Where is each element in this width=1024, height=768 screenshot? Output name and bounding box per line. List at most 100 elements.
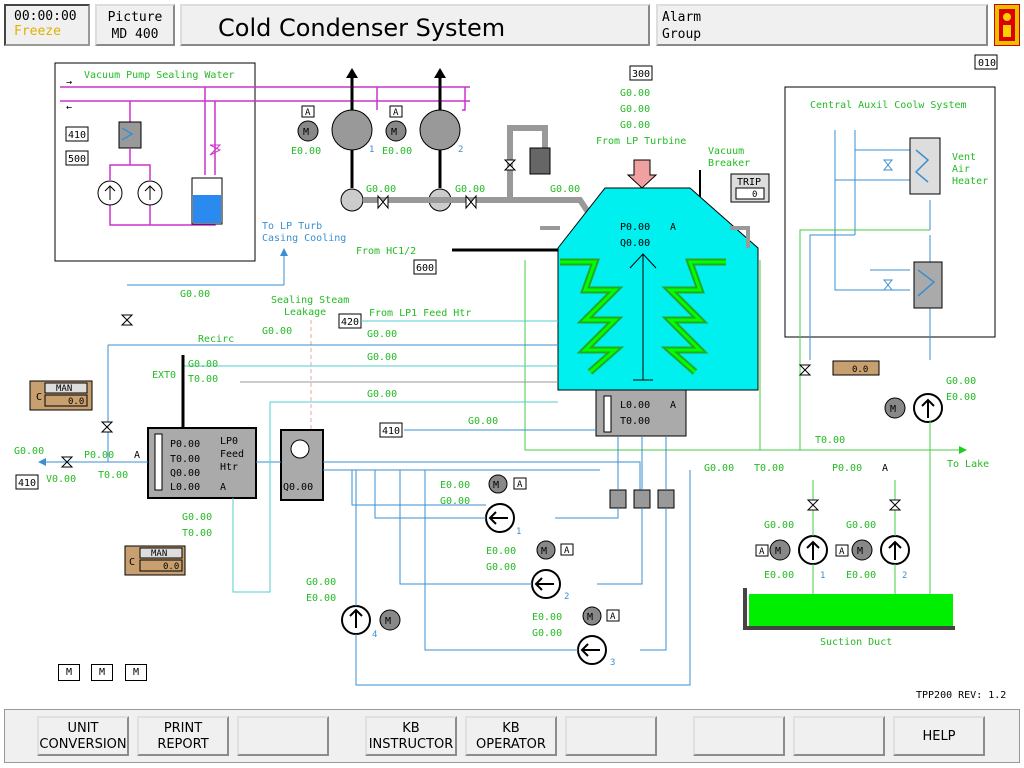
vacuum-breaker-label-2: Breaker xyxy=(708,158,750,169)
help-button[interactable]: HELP xyxy=(893,716,985,756)
blank-button-8[interactable] xyxy=(793,716,885,756)
m-button-3[interactable]: M xyxy=(125,664,147,681)
svg-text:M: M xyxy=(391,127,397,138)
blank-button-7[interactable] xyxy=(693,716,785,756)
svg-text:T0.00: T0.00 xyxy=(170,454,200,465)
valve-icon[interactable] xyxy=(806,499,820,511)
turbine-g3: G0.00 xyxy=(620,120,650,131)
valve-icon[interactable] xyxy=(882,279,894,291)
valve-icon[interactable] xyxy=(882,159,894,171)
picture-id[interactable]: Picture MD 400 xyxy=(95,4,175,46)
lp0-feed-heater xyxy=(147,427,257,499)
cp2-motor-icon[interactable] xyxy=(536,540,556,560)
svg-text:2: 2 xyxy=(902,571,907,581)
strainer-1 xyxy=(609,489,627,509)
svg-text:A: A xyxy=(393,108,399,118)
condenser-shell xyxy=(557,187,759,391)
valve-icon[interactable] xyxy=(465,194,477,210)
blank-button-6[interactable] xyxy=(565,716,657,756)
cw2-motor-icon[interactable] xyxy=(851,539,873,561)
svg-text:A: A xyxy=(517,480,523,490)
alarm-group[interactable]: Alarm Group xyxy=(656,4,988,46)
vacuum-breaker-label-1: Vacuum xyxy=(708,146,744,157)
svg-text:EXT0: EXT0 xyxy=(152,370,176,381)
svg-text:G0.00: G0.00 xyxy=(182,512,212,523)
svg-text:MAN: MAN xyxy=(151,549,167,559)
aux-pump-motor-icon[interactable] xyxy=(884,397,906,419)
svg-text:M: M xyxy=(857,546,863,557)
valve-icon[interactable] xyxy=(100,421,114,433)
svg-text:A: A xyxy=(759,547,765,557)
cp4-motor-icon[interactable] xyxy=(379,609,401,631)
vent-valve-icon[interactable] xyxy=(798,364,812,376)
svg-text:G0.00: G0.00 xyxy=(946,376,976,387)
cp3-motor-icon[interactable] xyxy=(582,606,602,626)
central-auxil-panel xyxy=(784,86,996,338)
strainer-3 xyxy=(657,489,675,509)
vent-valve-output[interactable] xyxy=(832,360,880,376)
valve-icon[interactable] xyxy=(60,456,74,468)
svg-text:L0.00: L0.00 xyxy=(170,482,200,493)
svg-text:E0.00: E0.00 xyxy=(846,570,876,581)
svg-text:E0.00: E0.00 xyxy=(764,570,794,581)
m-button-2[interactable]: M xyxy=(91,664,113,681)
svg-text:G0.00: G0.00 xyxy=(262,326,292,337)
svg-text:1: 1 xyxy=(369,145,374,155)
svg-text:G0.00: G0.00 xyxy=(846,520,876,531)
m-button-1[interactable]: M xyxy=(58,664,80,681)
company-logo xyxy=(994,4,1020,46)
tag-500: 500 xyxy=(68,154,86,165)
valve-icon[interactable] xyxy=(503,159,517,171)
condenser-q: Q0.00 xyxy=(620,238,650,249)
valve-icon[interactable] xyxy=(888,499,902,511)
tag-300: 300 xyxy=(632,69,650,80)
tag-410c: 410 xyxy=(18,478,36,489)
valve-icon[interactable] xyxy=(377,194,389,210)
tag-410a: 410 xyxy=(68,130,86,141)
svg-text:A: A xyxy=(670,400,676,411)
svg-text:G0.00: G0.00 xyxy=(188,359,218,370)
vacuum-pump-2-icon[interactable] xyxy=(419,109,461,151)
vacuum-pump-2-motor-icon[interactable] xyxy=(385,120,407,142)
svg-text:→: → xyxy=(66,77,72,88)
suction-duct-label: Suction Duct xyxy=(820,637,892,648)
svg-text:G0.00: G0.00 xyxy=(366,184,396,195)
svg-text:E0.00: E0.00 xyxy=(306,593,336,604)
aux-cooler xyxy=(913,261,943,309)
svg-text:0.0: 0.0 xyxy=(852,365,868,375)
svg-text:G0.00: G0.00 xyxy=(550,184,580,195)
svg-text:G0.00: G0.00 xyxy=(306,577,336,588)
svg-text:A: A xyxy=(220,482,226,493)
fan-icon xyxy=(290,439,310,459)
svg-text:Q0.00: Q0.00 xyxy=(283,482,313,493)
svg-text:P0.00: P0.00 xyxy=(170,439,200,450)
svg-text:T0.00: T0.00 xyxy=(754,463,784,474)
svg-text:V0.00: V0.00 xyxy=(46,474,76,485)
svg-text:Q0.00: Q0.00 xyxy=(170,468,200,479)
svg-text:1: 1 xyxy=(820,571,825,581)
trip-label: TRIP xyxy=(737,177,761,188)
svg-text:C: C xyxy=(36,392,42,403)
hotwell-temp: T0.00 xyxy=(620,416,650,427)
suction-duct xyxy=(749,594,953,626)
air-ejector xyxy=(529,147,551,175)
svg-text:G0.00: G0.00 xyxy=(704,463,734,474)
cp1-motor-icon[interactable] xyxy=(488,474,508,494)
svg-text:M: M xyxy=(385,616,391,627)
cw1-motor-icon[interactable] xyxy=(769,539,791,561)
condenser-p: P0.00 xyxy=(620,222,650,233)
svg-text:M: M xyxy=(587,612,593,623)
time-value: 00:00:00 xyxy=(14,9,77,24)
turbine-g1: G0.00 xyxy=(620,88,650,99)
svg-text:E0.00: E0.00 xyxy=(440,480,470,491)
blank-button-3[interactable] xyxy=(237,716,329,756)
vacuum-pump-1-motor-icon[interactable] xyxy=(297,120,319,142)
to-lp-turb-label-2: Casing Cooling xyxy=(262,233,346,244)
vacuum-pump-1-icon[interactable] xyxy=(331,109,373,151)
sealing-water-title: Vacuum Pump Sealing Water xyxy=(84,70,235,81)
valve-icon[interactable] xyxy=(120,314,134,326)
